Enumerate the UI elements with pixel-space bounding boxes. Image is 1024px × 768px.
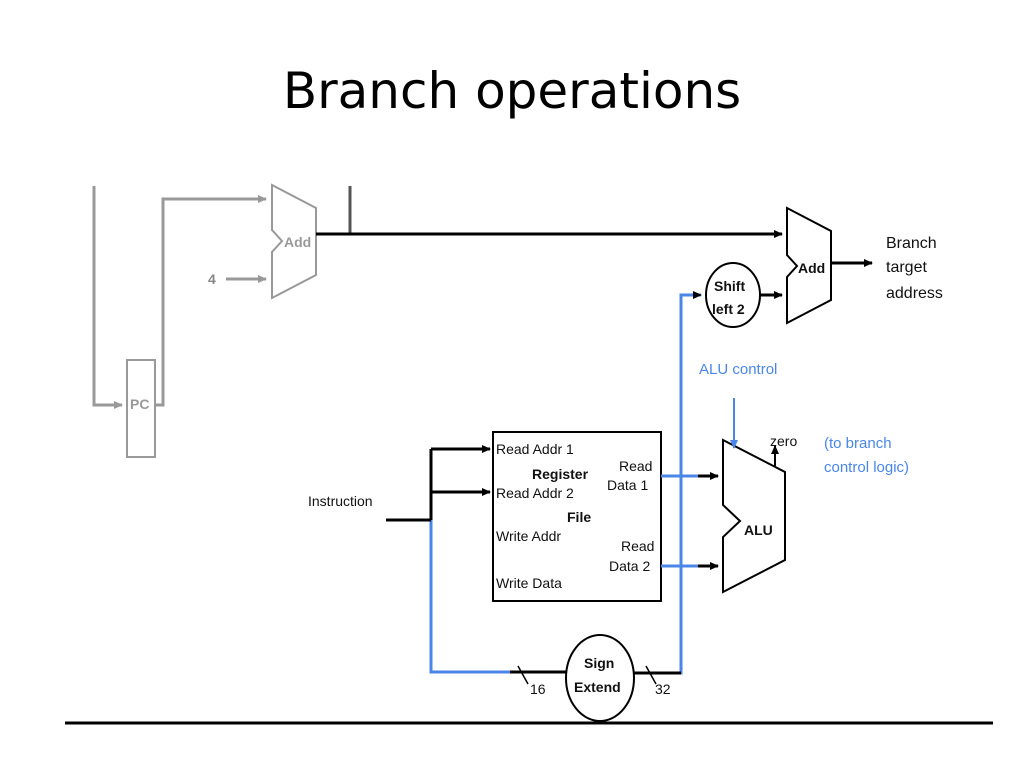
shift-left-2 <box>705 262 761 328</box>
slide-title: Branch operations <box>282 62 742 120</box>
branch-note-line1: (to branch <box>824 435 892 452</box>
sign-extend-line2: Extend <box>574 679 621 695</box>
pc-register <box>126 359 156 458</box>
branch-target-line3: address <box>886 285 943 302</box>
register-file-title2: File <box>567 509 591 525</box>
alu-control-label: ALU control <box>699 361 777 378</box>
branch-adder <box>786 206 832 325</box>
sign-extend <box>565 634 635 722</box>
alu-inputs <box>661 472 719 570</box>
write-data-label: Write Data <box>496 575 562 591</box>
sign-extend-line1: Sign <box>584 655 614 671</box>
register-file: Read Addr 1 Register Read Addr 2 File Wr… <box>492 431 662 602</box>
pc-to-adder-wire <box>155 195 267 407</box>
pc-feedback-wire <box>92 186 123 409</box>
instruction-section: Instruction <box>308 445 491 522</box>
zero-label: zero <box>770 433 797 449</box>
width-16-tick <box>517 665 529 685</box>
read-data-1-label-a: Read <box>619 458 652 474</box>
pc-section: PC 4 Add <box>92 183 352 458</box>
branch-adder-label: Add <box>798 260 825 276</box>
branch-target-line1: Branch <box>886 235 937 252</box>
constant-four: 4 <box>208 271 216 287</box>
pc-adder <box>271 183 317 300</box>
width-32-tick <box>645 665 657 685</box>
instruction-label: Instruction <box>308 493 373 509</box>
read-data-2-label-b: Data 2 <box>609 558 650 574</box>
write-addr-label: Write Addr <box>496 528 561 544</box>
read-addr-1-label: Read Addr 1 <box>496 441 574 457</box>
pc-label: PC <box>130 396 149 412</box>
read-data-2-label-a: Read <box>621 538 654 554</box>
alu-label: ALU <box>744 522 773 538</box>
shift-left-line1: Shift <box>714 278 745 294</box>
width-32-label: 32 <box>655 681 671 697</box>
read-addr-2-label: Read Addr 2 <box>496 485 574 501</box>
sign-extend-section: 16 Sign Extend 32 <box>510 634 681 722</box>
pc-adder-label: Add <box>284 234 311 250</box>
register-file-title1: Register <box>532 466 589 482</box>
branch-target-line2: target <box>886 259 927 276</box>
register-file-box <box>492 431 662 602</box>
width-16-label: 16 <box>530 681 546 697</box>
alu-section: ALU ALU control zero (to branch control … <box>699 361 909 594</box>
branch-adder-section: Add Branch target address Shift left 2 <box>316 206 943 328</box>
read-data-1-label-b: Data 1 <box>607 477 648 493</box>
alu <box>722 438 786 594</box>
shift-left-line2: left 2 <box>712 301 745 317</box>
branch-note-line2: control logic) <box>824 459 909 476</box>
